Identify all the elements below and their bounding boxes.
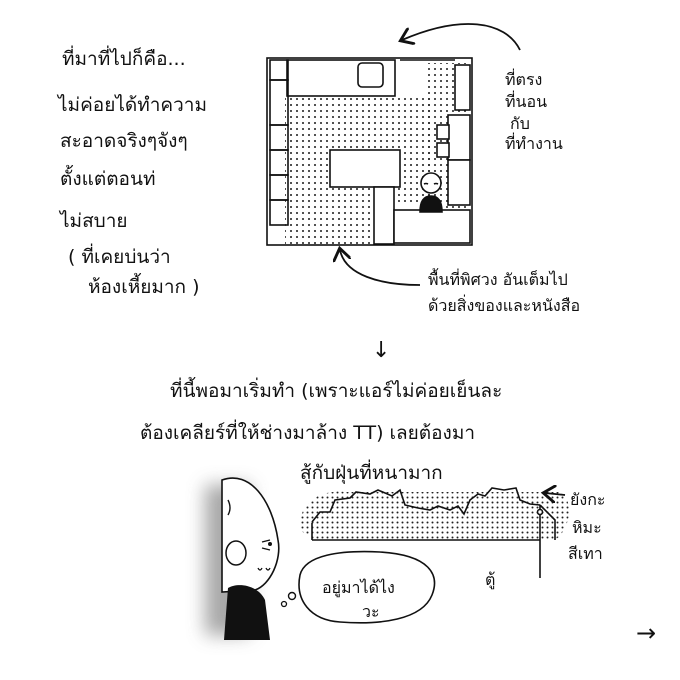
speech-bubble	[298, 550, 436, 624]
intro-line: ที่มาที่ไปก็คือ...	[62, 48, 186, 70]
room-label-line: ที่ทำงาน	[505, 134, 563, 153]
middle-line: สู้กับฝุ่นที่หนามาก	[300, 462, 443, 484]
speech-line: อยู่มาได้ไง	[322, 578, 395, 597]
room-label-line: ที่นอน	[505, 92, 548, 111]
intro-line: ตั้งแต่ตอนท่	[60, 168, 156, 190]
middle-line: ต้องเคลียร์ที่ให้ช่างมาล้าง TT) เลยต้องม…	[140, 422, 476, 444]
down-arrow: ↓	[372, 338, 391, 363]
person-figure	[205, 477, 280, 640]
intro-line: ไม่ค่อยได้ทำความ	[58, 94, 207, 116]
intro-line: ไม่สบาย	[60, 210, 128, 232]
snow-label-line: หิมะ	[572, 518, 602, 537]
intro-line: สะอาดจริงๆจังๆ	[60, 130, 188, 152]
dusty-cabinet	[299, 487, 570, 578]
cabinet-label: ตู้	[485, 570, 496, 589]
floor-note-line: ด้วยสิ่งของและหนังสือ	[428, 296, 581, 315]
room-label-line: ที่ตรง	[505, 70, 543, 89]
room-plan	[266, 57, 473, 246]
snow-label-line: สีเทา	[568, 544, 603, 563]
snow-label-line: ยังกะ	[570, 490, 606, 509]
floor-note-line: พื้นที่พิศวง อันเต็มไป	[428, 270, 568, 289]
next-page-arrow[interactable]: →	[636, 619, 657, 647]
room-label-line: กับ	[510, 114, 530, 133]
middle-line: ที่นี้พอมาเริ่มทำ (เพราะแอร์ไม่ค่อยเย็นล…	[170, 380, 503, 402]
speech-line: วะ	[362, 602, 380, 621]
intro-line: ( ที่เคยบ่นว่า	[68, 246, 171, 268]
intro-line: ห้องเหี้ยมาก )	[88, 276, 200, 298]
